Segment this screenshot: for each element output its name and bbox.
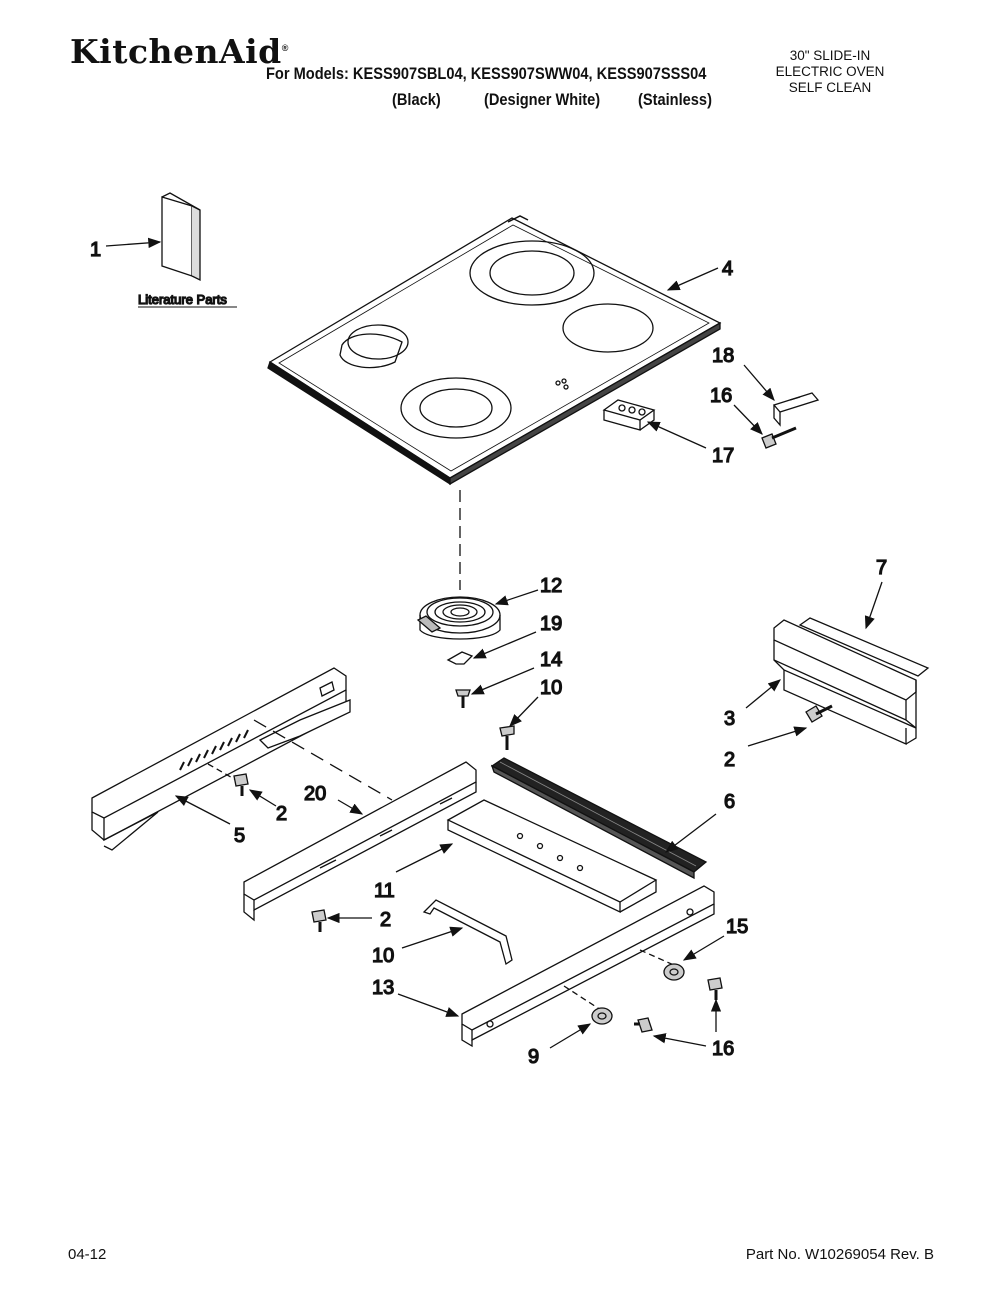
bracket-screw: [499, 725, 515, 750]
infinite-switch: [602, 399, 656, 431]
left-side-rail: [91, 667, 351, 851]
callout-17: 17: [712, 445, 734, 467]
screw-left: [233, 773, 249, 796]
callout-1: 1: [90, 239, 101, 261]
element-clip: [446, 651, 474, 665]
brand-logo: KitchenAid®: [70, 32, 289, 71]
callout-6: 6: [724, 791, 735, 813]
revision-date: 04-12: [68, 1246, 107, 1263]
callout-11: 11: [374, 880, 395, 902]
screw-front-left: [311, 909, 327, 932]
callout-3: 3: [724, 708, 735, 730]
radiant-element: [416, 596, 501, 640]
cooktop-glass: [267, 215, 722, 486]
callout-9: 9: [528, 1046, 539, 1068]
part-number: Part No. W10269054 Rev. B: [745, 1246, 934, 1263]
variant-black: (Black): [392, 90, 441, 109]
rail-clip-upper: [663, 963, 685, 981]
product-line-3: SELF CLEAN: [788, 80, 872, 95]
callout-2-left: 2: [276, 803, 287, 825]
callout-4: 4: [722, 258, 733, 280]
product-description: 30" SLIDE-IN ELECTRIC OVEN SELF CLEAN: [730, 48, 930, 96]
vent-trim: [490, 757, 708, 880]
literature-caption: Literature Parts: [138, 292, 227, 307]
variant-stainless: (Stainless): [638, 90, 712, 109]
callout-18: 18: [712, 345, 734, 367]
alignment-line-9: [563, 985, 605, 1013]
right-side-rail: [773, 619, 917, 745]
leader-lines: [105, 237, 883, 1049]
callout-7: 7: [876, 557, 887, 579]
callout-10-lower: 10: [372, 945, 394, 967]
front-left-rail: [243, 761, 477, 922]
alignment-line-15: [639, 949, 677, 967]
callout-5: 5: [234, 825, 245, 847]
switch-bracket: [772, 392, 820, 427]
callout-2-right: 2: [724, 749, 735, 771]
callout-10-top: 10: [540, 677, 562, 699]
models-line: For Models: KESS907SBL04, KESS907SWW04, …: [266, 64, 707, 83]
callout-12: 12: [540, 575, 562, 597]
element-screw: [455, 689, 471, 708]
front-right-rail: [461, 885, 715, 1048]
screw-switch: [761, 426, 797, 449]
rail-clip-lower: [591, 1007, 613, 1025]
callout-16-top: 16: [710, 385, 732, 407]
trim-strip: [798, 617, 930, 677]
callout-14: 14: [540, 649, 562, 671]
product-line-1: 30" SLIDE-IN: [789, 48, 871, 63]
screw-lower-b: [634, 1017, 653, 1033]
variant-designer-white: (Designer White): [484, 90, 601, 109]
callout-13: 13: [372, 977, 394, 999]
product-line-2: ELECTRIC OVEN: [775, 64, 885, 79]
callout-2-front: 2: [380, 909, 391, 931]
literature-booklet: [161, 192, 201, 282]
alignment-line-rail: [253, 719, 393, 801]
callout-16-lower: 16: [712, 1038, 734, 1060]
handle-bracket: [422, 899, 513, 966]
alignment-line-left: [207, 763, 237, 781]
screw-lower-a: [707, 977, 723, 1000]
cross-bracket: [446, 799, 658, 914]
callout-19: 19: [540, 613, 562, 635]
callout-20: 20: [304, 783, 326, 805]
screw-right: [805, 704, 833, 723]
callout-15: 15: [726, 916, 748, 938]
